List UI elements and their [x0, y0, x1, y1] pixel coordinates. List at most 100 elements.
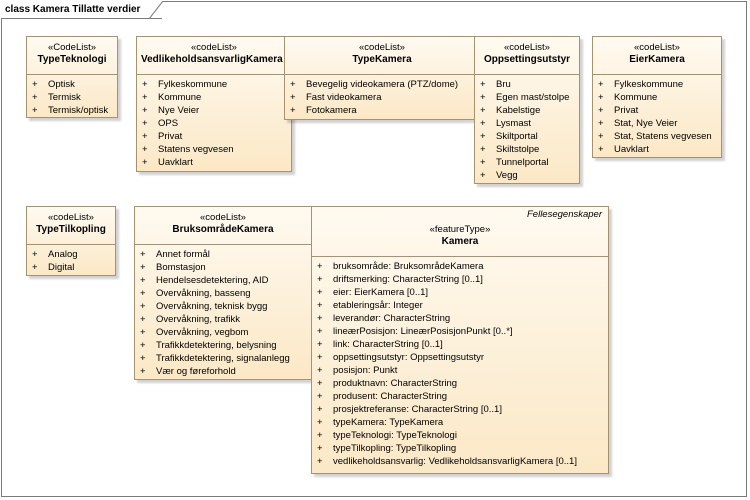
visibility-marker: + — [140, 353, 146, 364]
class-attribute: +Tunnelportal — [475, 156, 579, 169]
frame-tab-corner — [149, 1, 164, 19]
attribute-label: Vegg — [496, 170, 518, 181]
class-attribute: +Optisk — [27, 78, 117, 91]
attribute-label: Stat, Nye Veier — [614, 118, 678, 129]
class-bruksomrade-kamera[interactable]: «codeList» BruksområdeKamera +Annet form… — [134, 206, 312, 380]
visibility-marker: + — [32, 262, 38, 273]
class-type-kamera[interactable]: «codeList» TypeKamera +Bevegelig videoka… — [284, 36, 480, 120]
attribute-label: prosjektreferanse: CharacterString [0..1… — [333, 404, 502, 415]
class-eier-kamera[interactable]: «codeList» EierKamera +Fylkeskommune+Kom… — [592, 36, 722, 158]
visibility-marker: + — [140, 314, 146, 325]
visibility-marker: + — [317, 404, 323, 415]
attribute-label: Fylkeskommune — [614, 79, 684, 90]
class-stereotype: «CodeList» — [47, 42, 97, 53]
visibility-marker: + — [32, 105, 38, 116]
visibility-marker: + — [32, 92, 38, 103]
visibility-marker: + — [290, 79, 296, 90]
visibility-marker: + — [317, 339, 323, 350]
attribute-label: Fotokamera — [306, 105, 357, 116]
class-name: TypeKamera — [352, 54, 412, 65]
class-type-tilkopling[interactable]: «codeList» TypeTilkopling +Analog+Digita… — [26, 206, 116, 276]
class-vedlikeholdsansvarlig-kamera[interactable]: «codeList» VedlikeholdsansvarligKamera +… — [136, 36, 292, 172]
visibility-marker: + — [142, 118, 148, 129]
class-stereotype: «codeList» — [48, 212, 94, 223]
class-header: «codeList» TypeTilkopling — [27, 207, 115, 245]
attribute-label: Egen mast/stolpe — [496, 92, 570, 103]
class-name: EierKamera — [629, 54, 685, 65]
class-stereotype: «codeList» — [359, 42, 405, 53]
class-header: «codeList» VedlikeholdsansvarligKamera — [137, 37, 291, 75]
class-stereotype: «codeList» — [191, 42, 237, 53]
class-oppsettingsutstyr[interactable]: «codeList» Oppsettingsutstyr +Bru+Egen m… — [474, 36, 580, 184]
attribute-label: Fast videokamera — [306, 92, 382, 103]
class-kamera[interactable]: Fellesegenskaper «featureType» Kamera +b… — [311, 206, 609, 474]
visibility-marker: + — [140, 301, 146, 312]
class-attributes: +Annet formål+Bomstasjon+Hendelsesdetekt… — [135, 245, 311, 378]
visibility-marker: + — [480, 105, 486, 116]
class-attribute: +Termisk — [27, 91, 117, 104]
visibility-marker: + — [140, 249, 146, 260]
visibility-marker: + — [317, 378, 323, 389]
attribute-label: typeKamera: TypeKamera — [333, 417, 444, 428]
attribute-label: Bru — [496, 79, 511, 90]
attribute-label: Stat, Statens vegvesen — [614, 131, 712, 142]
attribute-label: Fylkeskommune — [158, 79, 228, 90]
attribute-label: Lysmast — [496, 118, 532, 129]
class-attribute: +Digital — [27, 261, 115, 274]
visibility-marker: + — [140, 327, 146, 338]
visibility-marker: + — [317, 456, 323, 467]
class-attribute: +Kommune — [137, 91, 291, 104]
class-attributes: +Optisk+Termisk+Termisk/optisk — [27, 75, 117, 117]
class-attribute: +OPS — [137, 117, 291, 130]
class-attribute: +Fylkeskommune — [593, 78, 721, 91]
class-attribute: +driftsmerking: CharacterString [0..1] — [312, 273, 608, 286]
class-header: «codeList» EierKamera — [593, 37, 721, 75]
attribute-label: typeTilkopling: TypeTilkopling — [333, 443, 457, 454]
visibility-marker: + — [317, 287, 323, 298]
class-attribute: +Lysmast — [475, 117, 579, 130]
visibility-marker: + — [317, 313, 323, 324]
visibility-marker: + — [480, 170, 486, 181]
attribute-label: bruksområde: BruksområdeKamera — [333, 261, 484, 272]
class-attribute: + eier: EierKamera [0..1] — [312, 286, 608, 299]
class-type-teknologi[interactable]: «CodeList» TypeTeknologi +Optisk+Termisk… — [26, 36, 118, 118]
class-attribute: +Kabelstige — [475, 104, 579, 117]
class-attributes: +Bru+Egen mast/stolpe+Kabelstige+Lysmast… — [475, 75, 579, 182]
attribute-label: Optisk — [48, 79, 75, 90]
visibility-marker: + — [598, 105, 604, 116]
attribute-label: Nye Veier — [158, 105, 200, 116]
visibility-marker: + — [317, 300, 323, 311]
attribute-label: Uavklart — [158, 157, 193, 168]
class-attribute: + Bru — [475, 78, 579, 91]
attribute-label: Statens vegvesen — [158, 144, 234, 155]
class-name: VedlikeholdsansvarligKamera — [141, 54, 283, 65]
attribute-label: produktnavn: CharacterString — [333, 378, 458, 389]
attribute-label: Tunnelportal — [496, 157, 549, 168]
class-attributes: +Bevegelig videokamera (PTZ/dome)+Fast v… — [285, 75, 479, 117]
class-attribute: +Stat, Nye Veier — [593, 117, 721, 130]
visibility-marker: + — [317, 326, 323, 337]
attribute-label: eier: EierKamera [0..1] — [333, 287, 429, 298]
class-attribute: +vedlikeholdsansvarlig: Vedlikeholdsansv… — [312, 455, 608, 468]
class-attribute: +Uavklart — [593, 143, 721, 156]
visibility-marker: + — [480, 79, 486, 90]
attribute-label: leverandør: CharacterString — [333, 313, 451, 324]
visibility-marker: + — [142, 92, 148, 103]
attribute-label: Privat — [158, 131, 183, 142]
class-attribute: +Analog — [27, 248, 115, 261]
class-attribute: +Trafikkdetektering, signalanlegg — [135, 352, 311, 365]
class-name: TypeTilkopling — [36, 224, 106, 235]
visibility-marker: + — [317, 274, 323, 285]
class-attributes: +Fylkeskommune+Kommune+Privat+Stat, Nye … — [593, 75, 721, 156]
visibility-marker: + — [317, 352, 323, 363]
class-header: «CodeList» TypeTeknologi — [27, 37, 117, 75]
class-attribute: +Stat, Statens vegvesen — [593, 130, 721, 143]
class-attribute: +lineærPosisjon: LineærPosisjonPunkt [0.… — [312, 325, 608, 338]
attribute-label: Overvåkning, teknisk bygg — [156, 301, 268, 312]
class-attributes: +Fylkeskommune+Kommune+Nye Veier+OPS+Pri… — [137, 75, 291, 169]
attribute-label: typeTeknologi: TypeTeknologi — [333, 430, 457, 441]
class-attribute: +etableringsår: Integer — [312, 299, 608, 312]
attribute-label: Overvåkning, basseng — [156, 288, 251, 299]
class-attribute: +oppsettingsutstyr: Oppsettingsutstyr — [312, 351, 608, 364]
class-attribute: +Vær og føreforhold — [135, 365, 311, 378]
